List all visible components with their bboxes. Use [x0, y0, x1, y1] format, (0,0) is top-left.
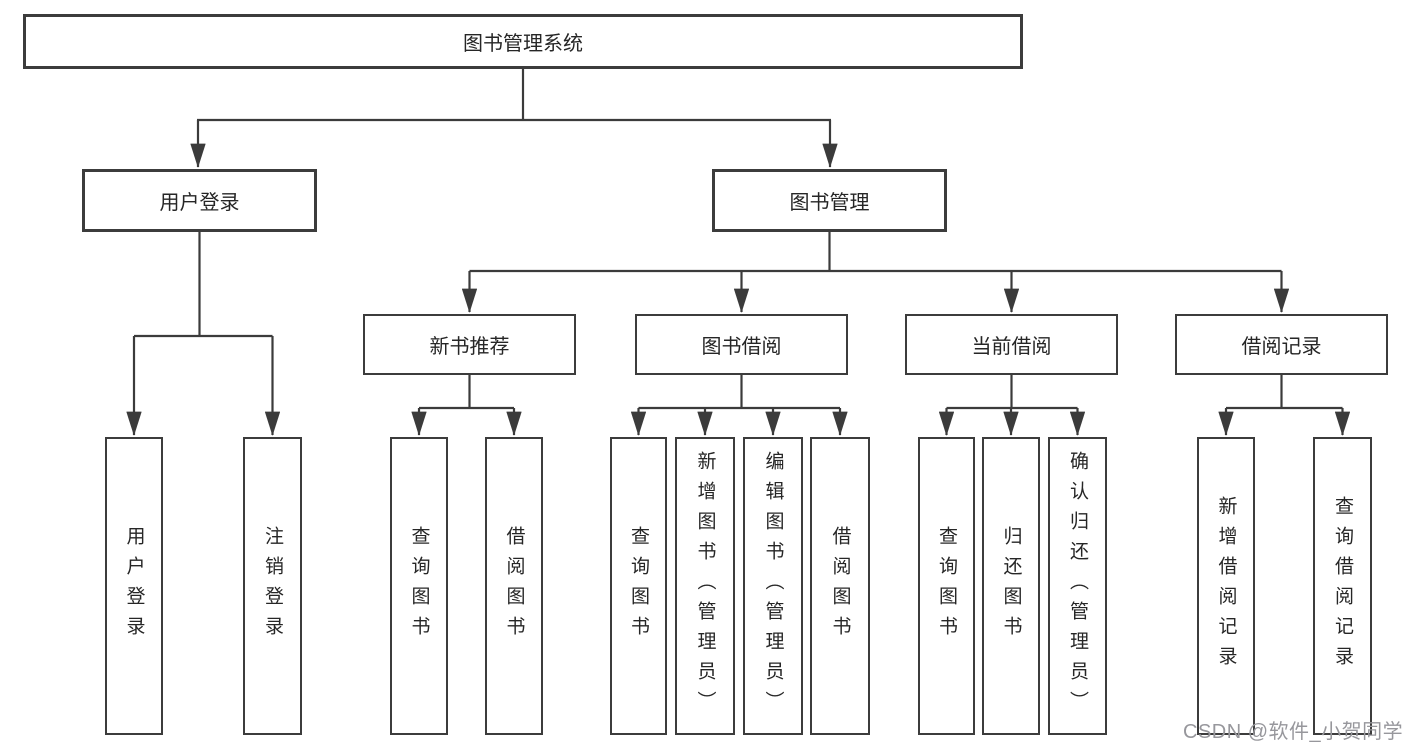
leaf-current-query-book: 查询图书 — [918, 437, 975, 735]
node-book-borrow: 图书借阅 — [635, 314, 848, 375]
node-label: 查询图书 — [628, 526, 649, 646]
node-label: 注销登录 — [262, 526, 283, 646]
node-label: 图书借阅 — [701, 336, 782, 358]
node-label: 借阅图书 — [503, 526, 525, 646]
node-label: 图书管理系统 — [463, 33, 583, 55]
node-label: 查询图书 — [408, 526, 430, 646]
leaf-borrow-query-book: 查询图书 — [610, 437, 667, 735]
node-label: 编辑图书（管理员） — [762, 451, 784, 721]
node-label: 新书推荐 — [429, 336, 510, 358]
leaf-logout-login: 注销登录 — [243, 437, 302, 735]
leaf-borrow-edit-book-admin: 编辑图书（管理员） — [743, 437, 803, 735]
node-label: 新增图书（管理员） — [694, 451, 716, 721]
node-label: 借阅图书 — [829, 526, 851, 646]
leaf-borrow-add-book-admin: 新增图书（管理员） — [675, 437, 735, 735]
node-label: 用户登录 — [123, 526, 145, 646]
leaf-current-confirm-return-admin: 确认归还（管理员） — [1048, 437, 1107, 735]
csdn-watermark: CSDN @软件_小贺同学 — [1183, 721, 1404, 743]
node-book-management-branch: 图书管理 — [712, 169, 947, 232]
leaf-current-return-book: 归还图书 — [982, 437, 1040, 735]
leaf-record-query-borrow-record: 查询借阅记录 — [1313, 437, 1372, 735]
node-new-book-recommend: 新书推荐 — [363, 314, 576, 375]
node-current-borrow: 当前借阅 — [905, 314, 1118, 375]
leaf-user-login: 用户登录 — [105, 437, 163, 735]
node-label: 查询图书 — [936, 526, 957, 646]
node-label: 查询借阅记录 — [1332, 496, 1353, 676]
node-label: 当前借阅 — [971, 336, 1052, 358]
node-label: 归还图书 — [1000, 526, 1022, 646]
node-label: 借阅记录 — [1241, 336, 1322, 358]
leaf-borrow-borrow-book: 借阅图书 — [810, 437, 870, 735]
node-borrow-record: 借阅记录 — [1175, 314, 1388, 375]
node-label: 图书管理 — [789, 192, 870, 214]
leaf-recommend-query-book: 查询图书 — [390, 437, 448, 735]
node-user-login-branch: 用户登录 — [82, 169, 317, 232]
leaf-recommend-borrow-book: 借阅图书 — [485, 437, 543, 735]
node-library-management-system: 图书管理系统 — [23, 14, 1023, 69]
node-label: 用户登录 — [159, 192, 240, 214]
node-label: 确认归还（管理员） — [1067, 451, 1088, 721]
node-label: 新增借阅记录 — [1215, 496, 1237, 676]
leaf-record-add-borrow-record: 新增借阅记录 — [1197, 437, 1255, 735]
